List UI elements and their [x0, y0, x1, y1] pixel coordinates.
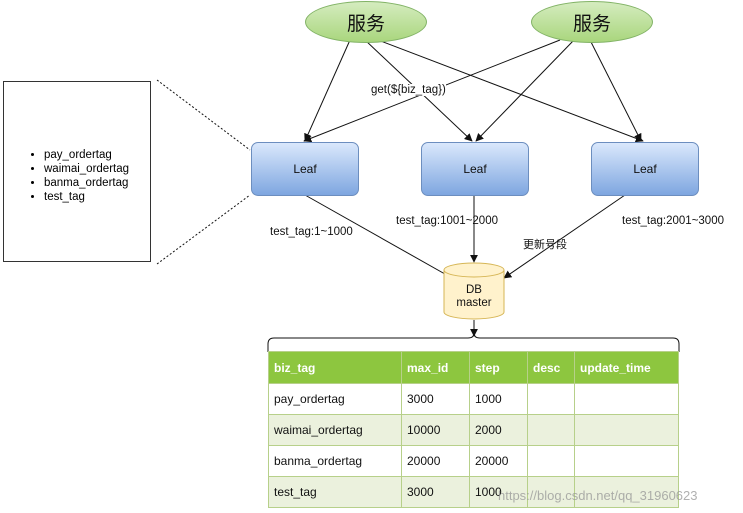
col-step: step	[469, 351, 528, 384]
arrow-leaf1-db	[304, 194, 453, 279]
db-label: DB	[466, 284, 482, 296]
update-segment-label: 更新号段	[523, 238, 567, 251]
cell-biz-tag: pay_ordertag	[268, 383, 402, 415]
cell-max-id: 10000	[401, 414, 470, 446]
table-row: test_tag 3000 1000	[268, 476, 679, 508]
database-icon	[443, 262, 505, 320]
leaf-label: Leaf	[293, 162, 317, 176]
cell-update-time	[574, 383, 679, 415]
dotted-callout-bottom	[156, 194, 251, 265]
table-brace	[267, 332, 680, 352]
table-row: banma_ordertag 20000 20000	[268, 445, 679, 477]
db-sublabel: master	[456, 297, 492, 309]
cell-biz-tag: banma_ordertag	[268, 445, 402, 477]
tag-list-box: pay_ordertag waimai_ordertag banma_order…	[3, 81, 151, 262]
arrow-svc1-leaf1	[304, 39, 351, 142]
service-node-2: 服务	[531, 1, 653, 43]
cell-step: 20000	[469, 445, 528, 477]
table-row: pay_ordertag 3000 1000	[268, 383, 679, 415]
dotted-callout-top	[156, 79, 251, 151]
leaf-node-1: Leaf	[251, 142, 359, 196]
cell-step: 2000	[469, 414, 528, 446]
arrow-leaf3-db	[503, 194, 626, 279]
cell-update-time	[574, 414, 679, 446]
cell-update-time	[574, 445, 679, 477]
tag-list-item: pay_ordertag	[44, 148, 150, 162]
leaf-label: Leaf	[463, 162, 487, 176]
service-node-1: 服务	[305, 1, 427, 43]
col-biz-tag: biz_tag	[268, 351, 402, 384]
arrow-svc2-leaf2	[475, 39, 575, 142]
service-label: 服务	[346, 12, 385, 35]
cell-step: 1000	[469, 476, 528, 508]
arrow-svc1-leaf3	[377, 39, 644, 143]
cell-desc	[527, 383, 575, 415]
cell-desc	[527, 476, 575, 508]
table-header-row: biz_tag max_id step desc update_time	[268, 351, 679, 384]
db-master-cylinder: DB master	[443, 262, 505, 320]
get-call-label: get(${biz_tag})	[371, 84, 446, 96]
col-update-time: update_time	[574, 351, 679, 384]
leaf2-range-label: test_tag:1001~2000	[396, 215, 498, 227]
leaf-node-2: Leaf	[421, 142, 529, 196]
watermark: https://blog.csdn.net/qq_31960623	[498, 488, 698, 503]
tag-list-item: banma_ordertag	[44, 176, 150, 190]
table-row: waimai_ordertag 10000 2000	[268, 414, 679, 446]
cell-desc	[527, 414, 575, 446]
cell-max-id: 3000	[401, 476, 470, 508]
cell-update-time	[574, 476, 679, 508]
cell-biz-tag: test_tag	[268, 476, 402, 508]
leaf-node-3: Leaf	[591, 142, 699, 196]
tag-list-item: test_tag	[44, 190, 150, 204]
arrow-svc2-leaf3	[589, 39, 642, 142]
col-max-id: max_id	[401, 351, 470, 384]
cell-biz-tag: waimai_ordertag	[268, 414, 402, 446]
tag-list-item: waimai_ordertag	[44, 162, 150, 176]
leaf-alloc-table: biz_tag max_id step desc update_time pay…	[268, 351, 679, 508]
cell-step: 1000	[469, 383, 528, 415]
col-desc: desc	[527, 351, 575, 384]
leaf-label: Leaf	[633, 162, 657, 176]
service-label: 服务	[572, 12, 611, 35]
tag-list: pay_ordertag waimai_ordertag banma_order…	[4, 148, 150, 204]
cell-desc	[527, 445, 575, 477]
cell-max-id: 20000	[401, 445, 470, 477]
leaf3-range-label: test_tag:2001~3000	[622, 215, 724, 227]
cell-max-id: 3000	[401, 383, 470, 415]
leaf1-range-label: test_tag:1~1000	[270, 226, 353, 238]
